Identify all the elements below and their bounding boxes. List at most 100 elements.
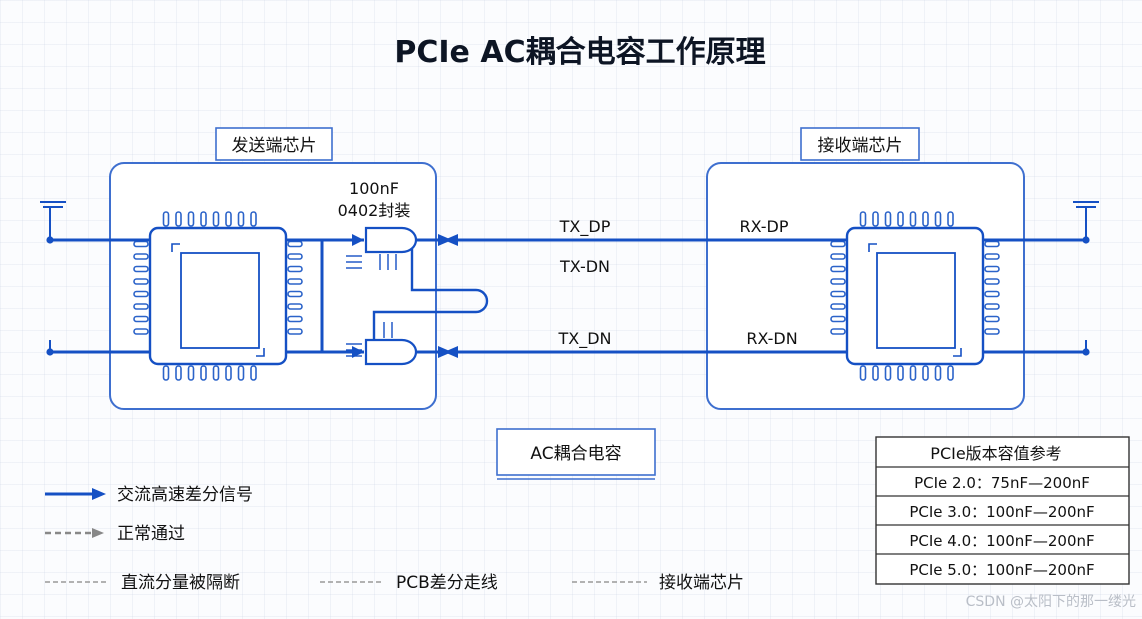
ic-pin bbox=[287, 290, 303, 298]
label-tx-dn-upper: TX-DN bbox=[559, 257, 610, 276]
ic-pin bbox=[250, 211, 257, 227]
signal-arrows bbox=[352, 234, 458, 358]
ic-pin bbox=[984, 278, 1000, 285]
tx-ground-symbol bbox=[40, 201, 66, 240]
ic-pin bbox=[175, 365, 182, 381]
label-tx-dp: TX_DP bbox=[559, 217, 611, 237]
ic-pin bbox=[830, 328, 846, 335]
rx-ground-symbol bbox=[1073, 201, 1099, 352]
ic-pin bbox=[133, 315, 149, 323]
ic-pin bbox=[922, 365, 929, 381]
ic-pin bbox=[133, 303, 149, 310]
ic-pin bbox=[133, 328, 149, 335]
ic-pin bbox=[884, 365, 892, 381]
ic-pin bbox=[984, 328, 1000, 335]
signal-traces bbox=[50, 238, 1086, 354]
reference-table-border bbox=[875, 436, 1130, 585]
ic-pin bbox=[212, 365, 220, 381]
ic-pin bbox=[287, 303, 303, 310]
tx-ic-corner-mark bbox=[171, 243, 180, 252]
tx-ic-die bbox=[180, 252, 260, 349]
ic-pin bbox=[830, 278, 846, 285]
ic-pin bbox=[830, 253, 846, 260]
ic-pin bbox=[237, 211, 245, 227]
center-label-box bbox=[496, 428, 656, 476]
dp-arrow-tail bbox=[444, 234, 458, 246]
ic-pin bbox=[287, 278, 303, 285]
ic-pin bbox=[162, 365, 170, 381]
ic-pin bbox=[934, 211, 942, 227]
legend-label-pcb: PCB差分走线 bbox=[396, 573, 498, 593]
ic-pin bbox=[947, 365, 954, 381]
ic-pin bbox=[830, 303, 846, 310]
reference-table-row: PCIe 3.0：100nF—200nF bbox=[909, 503, 1094, 521]
ic-pin bbox=[830, 315, 846, 323]
ic-pin bbox=[250, 365, 257, 381]
label-tx-dn-lower: TX_DN bbox=[557, 329, 611, 349]
tx-ic-pins bbox=[133, 211, 303, 381]
ic-pin bbox=[909, 211, 917, 227]
capacitor-pads bbox=[346, 322, 393, 357]
ic-pin bbox=[897, 211, 904, 227]
rx-ic-corner-mark bbox=[953, 348, 962, 357]
ic-pin bbox=[187, 365, 195, 381]
ic-pin bbox=[200, 211, 207, 227]
reference-table-row: PCIe 4.0：100nF—200nF bbox=[909, 532, 1094, 550]
ic-pin bbox=[830, 240, 846, 248]
reference-table-title: PCIe版本容值参考 bbox=[930, 444, 1061, 463]
ic-pin bbox=[133, 253, 149, 260]
ic-pin bbox=[859, 365, 867, 381]
rx-ic-pins bbox=[830, 211, 1000, 381]
rx-chip-label: 接收端芯片 bbox=[818, 136, 903, 156]
legend-label-dc: 直流分量被隔断 bbox=[121, 573, 240, 593]
ic-pin bbox=[859, 211, 867, 227]
ic-pin bbox=[187, 211, 195, 227]
watermark: CSDN @太阳下的那一缕光 bbox=[966, 594, 1136, 610]
ic-pin bbox=[175, 211, 182, 227]
ic-pin bbox=[897, 365, 904, 381]
ic-pin bbox=[922, 211, 929, 227]
ic-pin bbox=[287, 240, 303, 248]
capacitor-value: 100nF bbox=[349, 179, 399, 198]
label-rx-dp: RX-DP bbox=[739, 217, 788, 236]
crossover-loop bbox=[372, 240, 489, 342]
tx-ic-corner-mark bbox=[256, 348, 265, 357]
tx-chip-label: 发送端芯片 bbox=[232, 136, 317, 156]
ic-pin bbox=[212, 211, 220, 227]
legend-dashed-arrow-head bbox=[92, 528, 104, 538]
ic-pin bbox=[884, 211, 892, 227]
ic-pin bbox=[872, 211, 879, 227]
ic-pin bbox=[133, 240, 149, 248]
ic-pin bbox=[947, 211, 954, 227]
rx-ic-die bbox=[876, 252, 956, 349]
rx-chip-module: 接收端芯片 bbox=[706, 127, 1099, 410]
tx-chip-label-box bbox=[215, 127, 333, 161]
ic-pin bbox=[872, 365, 879, 381]
ic-pin bbox=[133, 265, 149, 273]
ic-pin bbox=[133, 290, 149, 298]
ic-pin bbox=[830, 290, 846, 298]
legend-label-dashed: 正常通过 bbox=[117, 524, 185, 544]
ic-pin bbox=[133, 278, 149, 285]
capacitor-body bbox=[364, 226, 418, 254]
capacitor-pads bbox=[346, 254, 397, 270]
ic-pin bbox=[984, 265, 1000, 273]
ic-pin bbox=[984, 303, 1000, 310]
ic-pin bbox=[225, 365, 232, 381]
tx-dn-arrow bbox=[352, 346, 364, 358]
rx-chip-label-box bbox=[800, 127, 920, 161]
ic-pin bbox=[287, 265, 303, 273]
ic-pin bbox=[830, 265, 846, 273]
legend-solid-arrow-head bbox=[92, 488, 106, 500]
ac-capacitor-dp bbox=[346, 226, 418, 270]
ic-pin bbox=[287, 315, 303, 323]
page-title: PCIe AC耦合电容工作原理 bbox=[394, 35, 765, 70]
ic-pin bbox=[237, 365, 245, 381]
ic-pin bbox=[200, 365, 207, 381]
ic-pin bbox=[225, 211, 232, 227]
ic-pin bbox=[984, 290, 1000, 298]
ic-pin bbox=[287, 253, 303, 260]
tx-dp-arrow bbox=[352, 234, 364, 246]
ic-pin bbox=[909, 365, 917, 381]
